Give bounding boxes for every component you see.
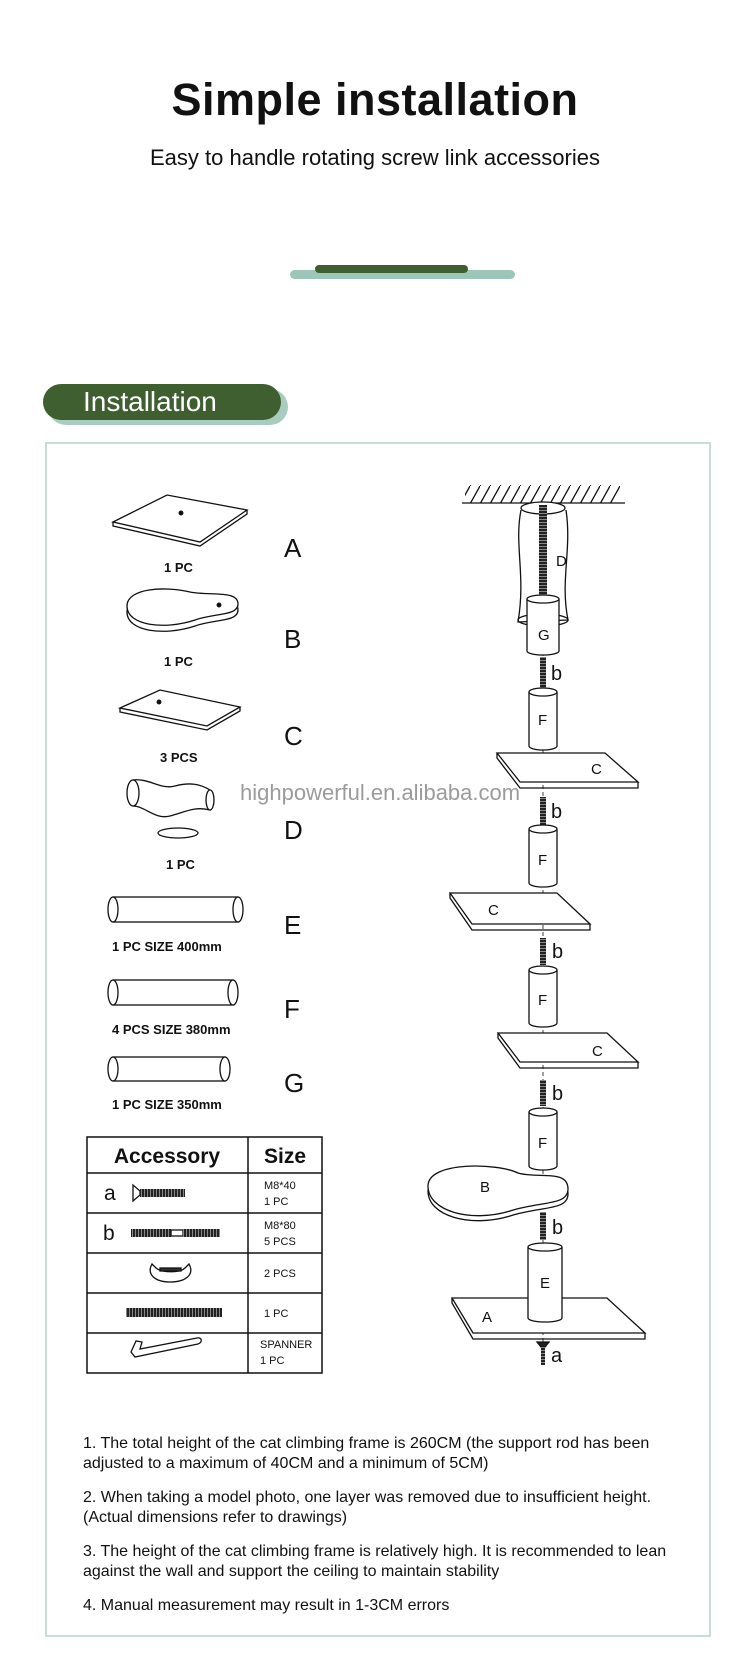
part-b-platform-icon [126,588,239,632]
divider-dark [315,265,468,273]
diagram-label: C [592,1043,603,1060]
part-letter: G [284,1068,304,1098]
part-d-sleeve-icon [126,779,215,839]
part-g-tube-icon [107,1056,231,1082]
ceiling [462,485,625,504]
diagram-label: b [551,663,562,685]
accessory-size: 1 PC [264,1308,289,1320]
installation-notes: 1. The total height of the cat climbing … [83,1434,705,1630]
part-labels: A 1 PC B 1 PC C 3 PCS D 1 PC E 1 PC SIZE… [112,533,304,1112]
watermark: highpowerful.en.alibaba.com [240,780,521,805]
accessory-size: 2 PCS [264,1268,296,1280]
diagram-label: E [540,1275,550,1292]
threaded-rod-icon [126,1308,222,1317]
part-a-plate-icon [111,494,249,547]
part-qty: 4 PCS SIZE 380mm [112,1022,231,1037]
part-qty: 1 PC SIZE 400mm [112,939,222,954]
accessory-size: 1 PC [264,1196,289,1208]
part-letter: B [284,624,301,654]
accessory-size: SPANNER [260,1339,312,1351]
assembly-b-platform [427,1165,569,1222]
note-item: 2. When taking a model photo, one layer … [83,1489,652,1526]
assembly-f-tubes [528,687,558,1171]
part-letter: A [284,533,302,563]
diagram-label: a [551,1345,563,1367]
assembly-screw-a [535,1341,551,1365]
diagram-label: G [538,627,550,644]
diagram-label: b [552,1217,563,1239]
diagram-label: b [552,941,563,963]
bolt-b-icon [131,1229,220,1237]
screw-a-icon [132,1183,185,1203]
part-f-tube-icon [107,979,239,1006]
part-e-tube-icon [107,896,244,923]
note-item: 4. Manual measurement may result in 1-3C… [83,1597,450,1614]
note-item: 3. The height of the cat climbing frame … [83,1543,667,1580]
table-header-size: Size [264,1145,306,1168]
page-subtitle: Easy to handle rotating screw link acces… [150,145,600,170]
diagram-labels: D G b F C b F C b F C b F B b E A a [480,553,603,1367]
installation-frame [45,442,711,1637]
accessory-key: b [103,1222,115,1245]
diagram-label: F [538,992,547,1009]
diagram-label: F [538,852,547,869]
accessory-size: 1 PC [260,1355,285,1367]
part-qty: 1 PC [164,560,194,575]
assembly-g-tube [526,594,560,656]
spanner-icon [130,1337,202,1358]
accessory-size: M8*80 [264,1220,296,1232]
part-letter: E [284,910,301,940]
table-header-accessory: Accessory [114,1145,221,1168]
assembly-bolts [540,657,546,1240]
accessory-key: a [104,1182,116,1205]
part-qty: 1 PC [166,857,196,872]
accessory-table [86,1136,323,1374]
assembly-e-tube [527,1242,563,1323]
diagram-label: D [556,553,567,570]
diagram-label: C [488,902,499,919]
connector-cap-icon [149,1262,192,1283]
section-badge: Installation [43,384,281,420]
assembly-c-plates [448,752,640,1069]
accessory-size: 5 PCS [264,1236,296,1248]
part-qty: 3 PCS [160,750,198,765]
diagram-label: B [480,1179,490,1196]
part-letter: C [284,721,303,751]
diagram-label: b [552,1083,563,1105]
diagram-label: C [591,761,602,778]
diagram-label: A [482,1309,492,1326]
part-letter: F [284,994,300,1024]
diagram-label: F [538,712,547,729]
page-title: Simple installation [171,74,579,125]
accessory-size: M8*40 [264,1180,296,1192]
part-letter: D [284,815,303,845]
part-qty: 1 PC [164,654,194,669]
accessory-table-text: Accessory Size a M8*40 1 PC b M8*80 5 PC… [103,1145,312,1367]
part-qty: 1 PC SIZE 350mm [112,1097,222,1112]
diagram-label: b [551,801,562,823]
part-c-plate-icon [117,689,242,731]
note-item: 1. The total height of the cat climbing … [83,1435,650,1472]
divider-light [290,270,515,279]
diagram-label: F [538,1135,547,1152]
